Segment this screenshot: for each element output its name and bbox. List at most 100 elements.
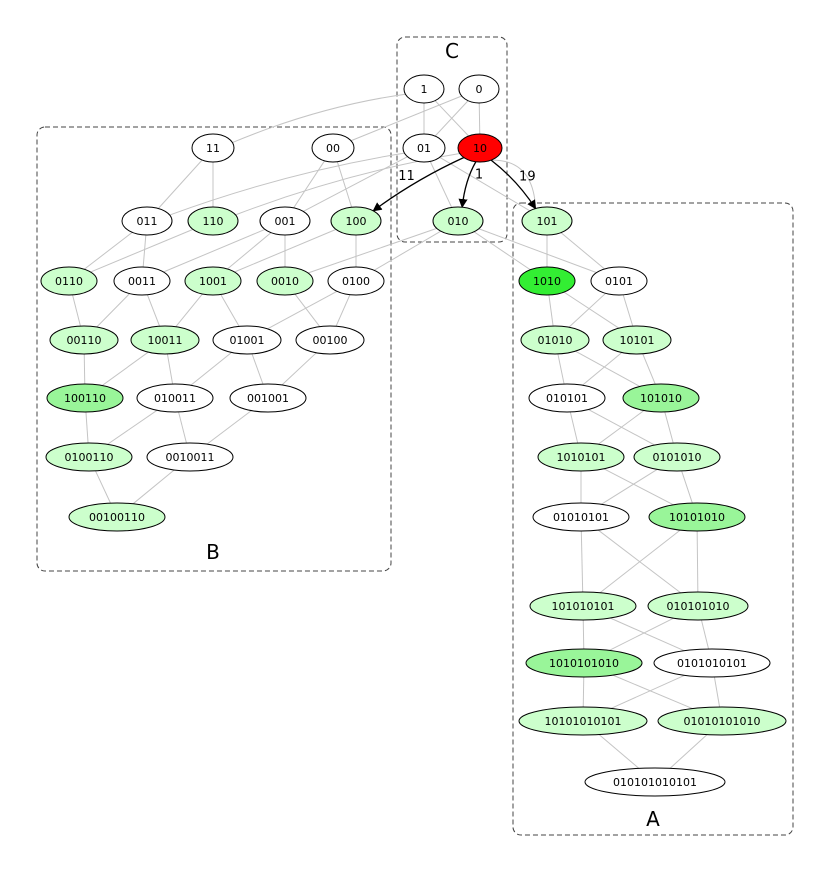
edge-01010-101010 xyxy=(575,350,641,387)
node-1[interactable]: 1 xyxy=(403,74,445,104)
node-label: 1001 xyxy=(199,275,227,288)
node-01001[interactable]: 01001 xyxy=(212,325,282,355)
node-0010011[interactable]: 0010011 xyxy=(146,442,234,472)
node-label: 00100 xyxy=(313,334,348,347)
node-110[interactable]: 110 xyxy=(187,206,239,236)
node-010101010101[interactable]: 010101010101 xyxy=(584,767,726,797)
node-101010[interactable]: 101010 xyxy=(622,383,700,413)
node-00100[interactable]: 00100 xyxy=(295,325,365,355)
node-01[interactable]: 01 xyxy=(402,133,446,163)
node-1010101010[interactable]: 1010101010 xyxy=(525,648,643,678)
node-ellipse xyxy=(113,266,171,296)
edge-001-1001 xyxy=(227,232,272,270)
arrow-label-010: 1 xyxy=(475,167,483,182)
node-1010[interactable]: 1010 xyxy=(518,266,576,296)
edge-11-011 xyxy=(157,159,203,209)
node-0100[interactable]: 0100 xyxy=(327,266,385,296)
node-001001[interactable]: 001001 xyxy=(229,383,307,413)
edge-010101-1010101 xyxy=(569,411,579,444)
edge-0-10 xyxy=(478,102,481,135)
node-0011[interactable]: 0011 xyxy=(113,266,171,296)
node-ellipse xyxy=(136,383,214,413)
node-101010101[interactable]: 101010101 xyxy=(529,591,637,621)
node-00100110[interactable]: 00100110 xyxy=(68,502,166,532)
edge-0-01 xyxy=(434,100,469,137)
edge-011-0110 xyxy=(83,231,133,270)
node-label: 0100 xyxy=(342,275,370,288)
edge-1010101-10101010 xyxy=(603,468,674,506)
node-100110[interactable]: 100110 xyxy=(46,383,124,413)
node-0[interactable]: 0 xyxy=(458,74,500,104)
edge-01010-010101 xyxy=(557,353,565,385)
node-ellipse xyxy=(259,206,311,236)
node-ellipse xyxy=(622,383,700,413)
node-label: 0101010101 xyxy=(677,657,747,670)
node-ellipse xyxy=(146,442,234,472)
edge-0100110-00100110 xyxy=(95,470,111,504)
node-01010[interactable]: 01010 xyxy=(520,325,590,355)
node-00110[interactable]: 00110 xyxy=(49,325,119,355)
node-00[interactable]: 00 xyxy=(311,133,355,163)
node-1001[interactable]: 1001 xyxy=(184,266,242,296)
cluster-a: A xyxy=(512,202,794,836)
node-0101010101[interactable]: 0101010101 xyxy=(653,648,771,678)
node-010[interactable]: 010 xyxy=(432,206,484,236)
node-01010101[interactable]: 01010101 xyxy=(532,502,630,532)
cluster-b: B xyxy=(36,126,392,572)
node-label: 010 xyxy=(448,215,469,228)
node-label: 00100110 xyxy=(89,511,145,524)
node-label: 101 xyxy=(537,215,558,228)
node-010011[interactable]: 010011 xyxy=(136,383,214,413)
node-101[interactable]: 101 xyxy=(521,206,573,236)
cluster-c: C xyxy=(396,36,508,243)
edge-01-101 xyxy=(439,156,531,212)
node-label: 1 xyxy=(421,83,428,96)
edge-101-0101 xyxy=(560,232,605,270)
node-011[interactable]: 011 xyxy=(121,206,173,236)
node-ellipse xyxy=(648,502,746,532)
edge-101010-0101010 xyxy=(664,411,674,444)
node-11[interactable]: 11 xyxy=(191,133,235,163)
edge-0010-00100 xyxy=(294,293,321,327)
node-label: 1010101010 xyxy=(549,657,619,670)
node-10011[interactable]: 10011 xyxy=(130,325,200,355)
node-label: 01010101 xyxy=(553,511,609,524)
edge-101010101-1010101010 xyxy=(582,619,585,650)
node-ellipse xyxy=(40,266,98,296)
arrow-10-100 xyxy=(372,156,465,212)
node-1010101[interactable]: 1010101 xyxy=(537,442,625,472)
node-0110[interactable]: 0110 xyxy=(40,266,98,296)
edge-010101010-0101010101 xyxy=(700,619,710,650)
node-ellipse xyxy=(45,442,133,472)
edge-0110-00110 xyxy=(72,294,81,327)
node-01010101010[interactable]: 01010101010 xyxy=(657,706,787,736)
edge-010-0101 xyxy=(478,228,597,274)
node-0100110[interactable]: 0100110 xyxy=(45,442,133,472)
node-10[interactable]: 10 xyxy=(457,133,503,163)
edge-010-1010 xyxy=(473,231,531,271)
node-label: 10101010 xyxy=(669,511,725,524)
edge-1-11 xyxy=(232,93,406,144)
node-0101[interactable]: 0101 xyxy=(590,266,648,296)
edge-10101010101-010101010101 xyxy=(598,734,640,769)
node-100[interactable]: 100 xyxy=(330,206,382,236)
node-10101010101[interactable]: 10101010101 xyxy=(518,706,648,736)
node-ellipse xyxy=(68,502,166,532)
node-label: 1010101 xyxy=(557,451,606,464)
node-label: 0010 xyxy=(271,275,299,288)
node-10101010[interactable]: 10101010 xyxy=(648,502,746,532)
node-0101010[interactable]: 0101010 xyxy=(633,442,721,472)
node-001[interactable]: 001 xyxy=(259,206,311,236)
edge-0010011-00100110 xyxy=(132,469,175,505)
edge-1010101010-01010101010 xyxy=(612,674,693,710)
node-010101010[interactable]: 010101010 xyxy=(647,591,749,621)
node-label: 0101010 xyxy=(653,451,702,464)
node-ellipse xyxy=(518,706,648,736)
node-ellipse xyxy=(525,648,643,678)
node-10101[interactable]: 10101 xyxy=(602,325,672,355)
edge-0101010-10101010 xyxy=(681,470,693,504)
node-0010[interactable]: 0010 xyxy=(256,266,314,296)
node-ellipse xyxy=(49,325,119,355)
node-010101[interactable]: 010101 xyxy=(528,383,606,413)
